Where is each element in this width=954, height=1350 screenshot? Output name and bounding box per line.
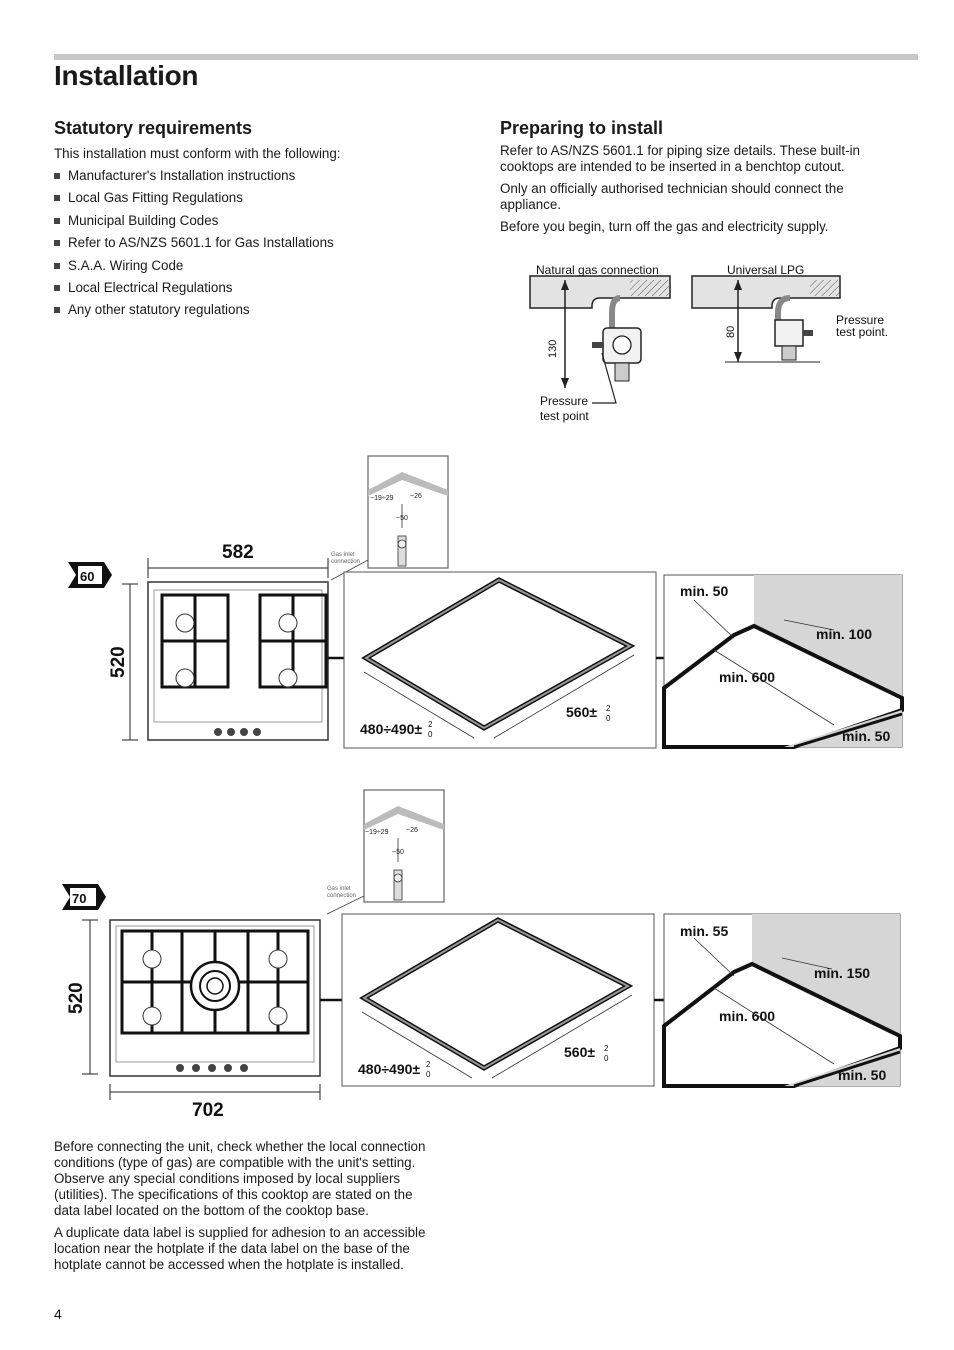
statutory-list: Manufacturer's Installation instructions… bbox=[54, 167, 334, 324]
cooktop-70-figure: ~19÷29 ~26 ~50 Gas inlet connection 70 5… bbox=[62, 789, 902, 1121]
bullet-icon bbox=[54, 240, 60, 247]
inlet-caption-line2: connection bbox=[331, 559, 360, 565]
svg-text:0: 0 bbox=[426, 1070, 431, 1079]
min-rear-70: min. 55 bbox=[680, 923, 728, 939]
preparing-p1-line1: Refer to AS/NZS 5601.1 for piping size d… bbox=[500, 143, 861, 158]
width-label-60: 582 bbox=[222, 542, 254, 563]
closing-p1-line2: conditions (type of gas) are compatible … bbox=[54, 1155, 416, 1170]
closing-p1-line5: data label located on the bottom of the … bbox=[54, 1203, 369, 1218]
preparing-p1-line2: cooktops are intended to be inserted in … bbox=[500, 159, 845, 174]
cut-width-70: 560± bbox=[564, 1044, 595, 1060]
width-label-70: 702 bbox=[192, 1100, 224, 1121]
svg-text:2: 2 bbox=[606, 704, 611, 713]
closing-p1-line4: (utilities). The specifications of this … bbox=[54, 1187, 413, 1202]
cooktop-60-figure: ~19÷29 ~26 ~50 Gas inlet connection 60 5… bbox=[68, 455, 904, 749]
page-number: 4 bbox=[54, 1306, 62, 1322]
dim-130-label: 130 bbox=[547, 340, 559, 358]
dim-80-label: 80 bbox=[725, 326, 737, 338]
inlet-26-label: ~26 bbox=[406, 827, 418, 834]
inlet-detail-70: ~19÷29 ~26 ~50 Gas inlet connection bbox=[326, 789, 445, 915]
svg-text:2: 2 bbox=[428, 720, 433, 729]
page-title: Installation bbox=[54, 60, 199, 91]
inlet-26-label: ~26 bbox=[410, 493, 422, 500]
svg-text:0: 0 bbox=[606, 714, 611, 723]
svg-text:0: 0 bbox=[428, 730, 433, 739]
min-wall-60: min. 100 bbox=[816, 626, 872, 642]
min-rear-60: min. 50 bbox=[680, 583, 728, 599]
preparing-heading: Preparing to install bbox=[500, 118, 664, 138]
pressure-right-line2: test point. bbox=[836, 325, 888, 339]
cut-depth-60: 480÷490± bbox=[360, 721, 422, 737]
list-item: Refer to AS/NZS 5601.1 for Gas Installat… bbox=[54, 234, 334, 256]
svg-text:60: 60 bbox=[80, 569, 94, 584]
cooktop-70-top-view bbox=[109, 919, 321, 1077]
depth-label-60: 520 bbox=[108, 646, 129, 678]
svg-text:70: 70 bbox=[72, 891, 86, 906]
size-badge-70: 70 bbox=[62, 884, 106, 910]
lpg-label: Universal LPG bbox=[727, 263, 804, 277]
min-height-60: min. 600 bbox=[719, 669, 775, 685]
closing-p1-line3: Observe any special conditions imposed b… bbox=[54, 1171, 401, 1186]
closing-p1-line1: Before connecting the unit, check whethe… bbox=[54, 1139, 426, 1154]
statutory-intro: This installation must conform with the … bbox=[54, 146, 341, 161]
cut-depth-70: 480÷490± bbox=[358, 1061, 420, 1077]
gas-connection-figure: Natural gas connection 130 Pressure test… bbox=[529, 263, 888, 423]
closing-p2-line2: location near the hotplate if the data l… bbox=[54, 1241, 410, 1256]
svg-text:2: 2 bbox=[426, 1060, 431, 1069]
lpg-fitting-icon bbox=[774, 319, 804, 347]
pressure-right-line1: Pressure bbox=[836, 313, 884, 327]
list-item: Local Electrical Regulations bbox=[54, 279, 334, 301]
header-rule bbox=[54, 54, 918, 60]
inlet-50-label: ~50 bbox=[396, 515, 408, 522]
depth-label-70: 520 bbox=[66, 982, 87, 1014]
inlet-angle-label: ~19÷29 bbox=[365, 829, 389, 836]
bullet-icon bbox=[54, 307, 60, 314]
bullet-icon bbox=[54, 195, 60, 202]
cut-width-60: 560± bbox=[566, 704, 597, 720]
cutout-60-view: 480÷490± 2 0 560± 2 0 bbox=[343, 571, 657, 749]
list-item: Any other statutory regulations bbox=[54, 301, 334, 323]
inlet-50-label: ~50 bbox=[392, 849, 404, 856]
statutory-heading: Statutory requirements bbox=[54, 118, 253, 138]
inlet-angle-label: ~19÷29 bbox=[370, 495, 394, 502]
bullet-icon bbox=[54, 284, 60, 291]
svg-text:0: 0 bbox=[604, 1054, 609, 1063]
inlet-caption-line2: connection bbox=[327, 893, 356, 899]
preparing-p2-line1: Only an officially authorised technician… bbox=[500, 181, 844, 196]
list-item: Municipal Building Codes bbox=[54, 212, 334, 234]
list-item: S.A.A. Wiring Code bbox=[54, 257, 334, 279]
cutout-70-view: 480÷490± 2 0 560± 2 0 bbox=[341, 913, 655, 1087]
min-front-70: min. 50 bbox=[838, 1067, 886, 1083]
min-front-60: min. 50 bbox=[842, 728, 890, 744]
bullet-icon bbox=[54, 173, 60, 179]
closing-p2-line3: hotplate cannot be accessed when the hot… bbox=[54, 1257, 404, 1272]
closing-p2-line1: A duplicate data label is supplied for a… bbox=[54, 1225, 426, 1240]
min-height-70: min. 600 bbox=[719, 1008, 775, 1024]
pressure-left-line2: test point bbox=[540, 409, 589, 423]
natural-gas-label: Natural gas connection bbox=[536, 263, 659, 277]
list-item: Local Gas Fitting Regulations bbox=[54, 189, 334, 211]
bullet-icon bbox=[54, 262, 60, 269]
lpg-diagram: Universal LPG 80 Pressure test point. bbox=[691, 263, 888, 363]
clearance-70-view: min. 55 min. 150 min. 600 min. 50 bbox=[662, 913, 902, 1088]
bullet-icon bbox=[54, 217, 60, 224]
preparing-p3: Before you begin, turn off the gas and e… bbox=[500, 219, 829, 234]
min-wall-70: min. 150 bbox=[814, 965, 870, 981]
list-item: Manufacturer's Installation instructions bbox=[54, 167, 334, 189]
pressure-left-line1: Pressure bbox=[540, 394, 588, 408]
size-badge-60: 60 bbox=[68, 562, 112, 588]
clearance-60-view: min. 50 min. 100 min. 600 min. 50 bbox=[662, 574, 904, 749]
inlet-detail-60: ~19÷29 ~26 ~50 Gas inlet connection bbox=[330, 455, 449, 581]
preparing-p2-line2: appliance. bbox=[500, 197, 562, 212]
inlet-caption-line1: Gas inlet bbox=[327, 886, 351, 892]
cooktop-60-top-view bbox=[147, 581, 329, 741]
inlet-caption-line1: Gas inlet bbox=[331, 552, 355, 558]
natural-gas-diagram: Natural gas connection 130 Pressure test… bbox=[529, 263, 671, 423]
svg-text:2: 2 bbox=[604, 1044, 609, 1053]
